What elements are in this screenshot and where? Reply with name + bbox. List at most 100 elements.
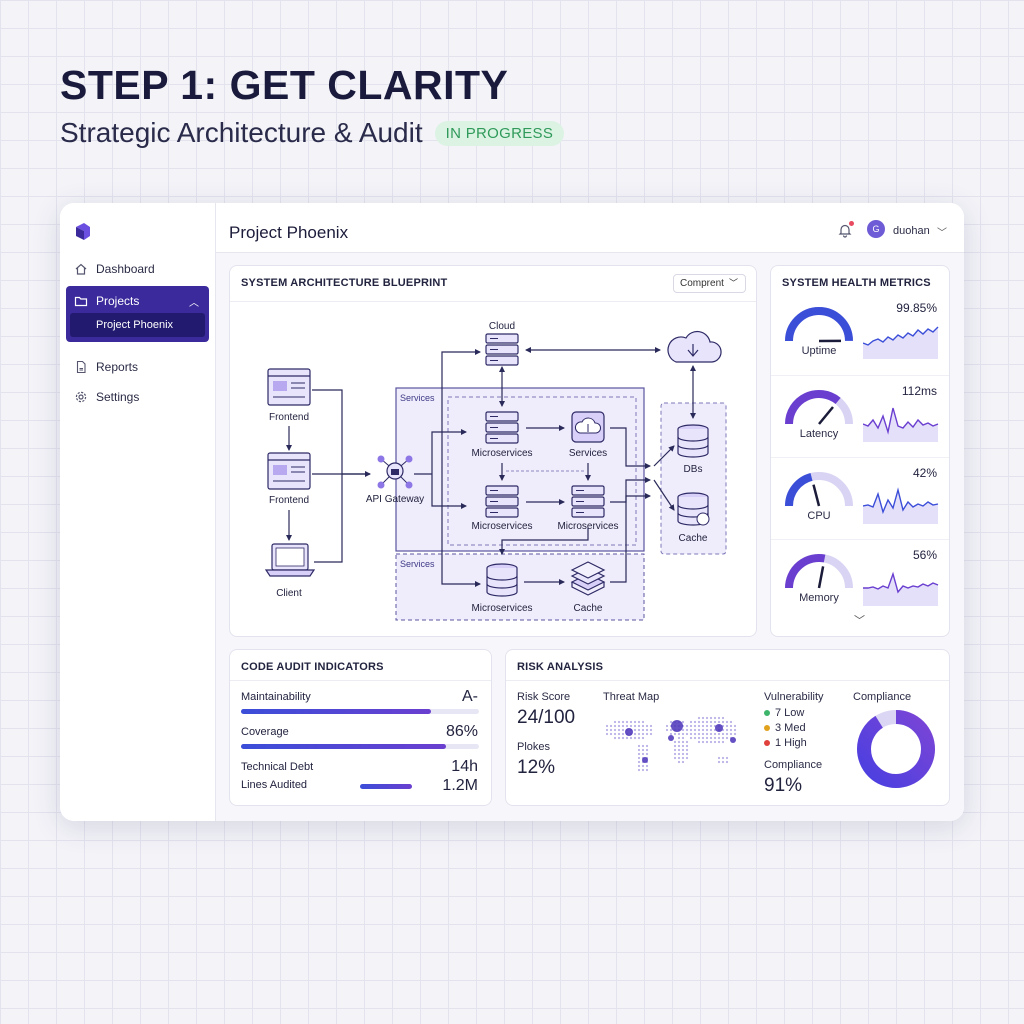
node-label-api-gateway: API Gateway <box>366 494 424 505</box>
hero-subtitle-row: Strategic Architecture & Audit IN PROGRE… <box>60 117 565 149</box>
architecture-diagram: Frontend Frontend Client <box>264 321 727 621</box>
hero-title: STEP 1: GET CLARITY <box>60 62 509 108</box>
node-label-microservices-4: Microservices <box>471 603 532 614</box>
gauge-label: Latency <box>799 428 839 440</box>
sidebar: Dashboard Projects ︿ Project Phoenix Rep… <box>60 203 216 821</box>
med-dot <box>764 725 770 731</box>
app-window: Dashboard Projects ︿ Project Phoenix Rep… <box>60 203 964 821</box>
gauge-needle <box>812 484 821 507</box>
compliance-value: 91% <box>764 775 803 796</box>
gauge <box>784 472 853 507</box>
gauge-label: CPU <box>807 510 831 522</box>
top-bar: Project Phoenix G duohan ﹀ <box>216 203 964 253</box>
gauge-fill <box>784 473 813 507</box>
sidebar-item-label: Projects <box>96 294 140 308</box>
card-title: CODE AUDIT INDICATORS <box>241 661 384 673</box>
cloud-upload-icon <box>571 411 605 443</box>
node-label-cache-2: Cache <box>679 533 708 544</box>
sidebar-item-label: Settings <box>96 390 140 404</box>
metric-value: 42% <box>912 466 937 480</box>
sidebar-item-reports[interactable]: Reports <box>74 360 138 374</box>
threat-map[interactable] <box>601 708 747 790</box>
lines-audited-label: Lines Audited <box>241 779 308 791</box>
risk-score-value: 24/100 <box>517 707 576 728</box>
maintainability-value: A- <box>462 688 478 705</box>
lines-audited-bar <box>360 784 455 789</box>
audit-card: CODE AUDIT INDICATORS Maintainability A-… <box>229 649 492 806</box>
chevron-down-icon: ﹀ <box>728 278 738 288</box>
view-select-value: Comprent <box>680 278 724 289</box>
node-label-microservices-3: Microservices <box>557 521 618 532</box>
lines-audited-value: 1.2M <box>442 777 478 794</box>
coverage-label: Coverage <box>241 726 289 738</box>
vulnerability-high: 1 High <box>764 737 807 749</box>
gauge-fill <box>784 554 826 589</box>
threat-hotspot <box>642 757 648 763</box>
avatar[interactable]: G <box>867 220 885 238</box>
metric-value: 56% <box>912 548 937 562</box>
notification-dot <box>849 221 854 226</box>
node-label-cache-1: Cache <box>574 603 603 614</box>
sidebar-item-label: Reports <box>96 360 139 374</box>
gauge-label: Memory <box>799 592 839 604</box>
bell-icon[interactable] <box>837 222 853 238</box>
metric-value: 112ms <box>901 384 937 398</box>
chevron-up-icon[interactable]: ︿ <box>189 298 199 309</box>
sidebar-subitem-project-phoenix[interactable]: Project Phoenix <box>70 313 205 337</box>
chevron-down-icon[interactable]: ﹀ <box>937 228 947 239</box>
maintainability-label: Maintainability <box>241 691 311 703</box>
view-select[interactable]: Comprent ﹀ <box>673 274 746 293</box>
low-dot <box>764 710 770 716</box>
health-metric-row: CPU 42% <box>771 457 949 539</box>
vulnerability-med: 3 Med <box>764 722 806 734</box>
sparkline <box>863 487 939 524</box>
high-dot <box>764 740 770 746</box>
hero-subtitle: Strategic Architecture & Audit <box>60 117 423 148</box>
node-label-microservices-2: Microservices <box>471 521 532 532</box>
vulnerability-med-text: 3 Med <box>775 722 806 734</box>
cache-stack-icon <box>570 561 606 596</box>
threat-hotspot <box>671 720 683 732</box>
architecture-card: SYSTEM ARCHITECTURE BLUEPRINT Comprent ﹀ <box>229 265 757 637</box>
folder-icon <box>74 296 88 307</box>
threat-hotspot <box>715 724 723 732</box>
app-logo-icon[interactable] <box>72 221 94 243</box>
vulnerability-label: Vulnerability <box>764 691 824 703</box>
vulnerability-low: 7 Low <box>764 707 804 719</box>
technical-debt-label: Technical Debt <box>241 761 314 773</box>
sidebar-item-settings[interactable]: Settings <box>74 390 139 404</box>
coverage-bar-fill <box>241 744 446 749</box>
risk-score-label: Risk Score <box>517 691 571 703</box>
gauge <box>784 307 853 343</box>
group-label-services-1: Services <box>400 393 435 403</box>
sidebar-item-dashboard[interactable]: Dashboard <box>74 262 155 276</box>
compliance-donut-arc <box>857 710 935 788</box>
card-title: SYSTEM ARCHITECTURE BLUEPRINT <box>241 277 448 289</box>
coverage-bar <box>241 744 479 749</box>
compliance-chart-label: Compliance <box>853 691 912 703</box>
threat-map-label: Threat Map <box>603 691 660 703</box>
plokes-label: Plokes <box>517 741 551 753</box>
plokes-value: 12% <box>517 757 556 778</box>
card-title: SYSTEM HEALTH METRICS <box>782 277 931 289</box>
compliance-donut <box>857 710 935 788</box>
maintainability-bar <box>241 709 479 714</box>
threat-hotspot <box>668 735 674 741</box>
gauge <box>784 554 853 589</box>
health-metric-row: Memory 56% <box>771 539 949 621</box>
gear-icon <box>75 391 87 403</box>
lines-audited-bar-fill <box>360 784 413 789</box>
threat-hotspot <box>625 728 633 736</box>
node-label-microservices-1: Microservices <box>471 448 532 459</box>
api-gateway-icon <box>377 455 413 489</box>
maintainability-bar-fill <box>241 709 432 714</box>
gauge-fill <box>784 307 853 342</box>
chevron-down-icon[interactable]: ﹀ <box>854 615 865 627</box>
threat-hotspot <box>730 737 736 743</box>
sidebar-item-label: Dashboard <box>96 262 155 276</box>
node-label-cloud: Cloud <box>489 321 515 332</box>
sidebar-item-projects[interactable]: Projects ︿ Project Phoenix <box>66 286 209 342</box>
username[interactable]: duohan <box>893 225 930 237</box>
